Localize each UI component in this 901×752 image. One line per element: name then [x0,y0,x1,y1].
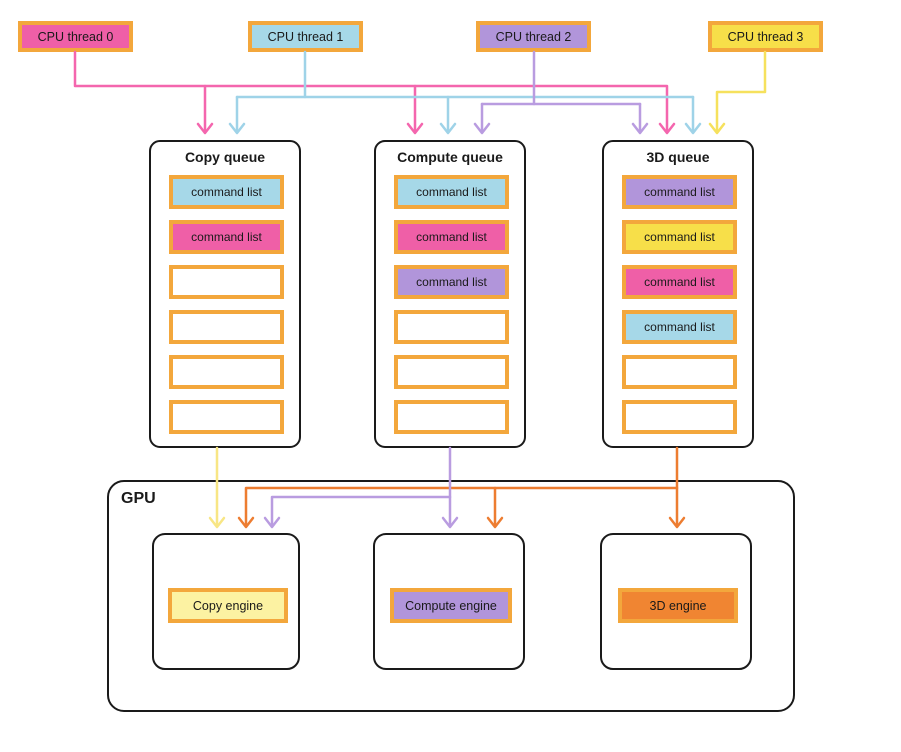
three-d-queue-box: 3D queue command list command list comma… [602,140,754,448]
cpu-thread-3-box: CPU thread 3 [708,21,823,52]
empty-slot [169,400,284,434]
cpu-thread-0-label: CPU thread 0 [37,29,114,44]
cpu-thread-1-box: CPU thread 1 [248,21,363,52]
three-d-queue-title: 3D queue [646,149,710,165]
command-list-slot: command list [394,265,509,299]
empty-slot [622,355,737,389]
empty-slot [169,265,284,299]
command-list-slot: command list [394,220,509,254]
command-list-slot: command list [394,175,509,209]
empty-slot [394,400,509,434]
cpu-thread-2-label: CPU thread 2 [495,29,572,44]
cpu-thread-3-label: CPU thread 3 [727,29,804,44]
command-list-slot: command list [622,265,737,299]
command-list-slot: command list [169,175,284,209]
empty-slot [394,310,509,344]
command-list-slot: command list [622,175,737,209]
command-list-slot: command list [622,310,737,344]
gpu-label: GPU [121,490,156,507]
thread0-arrows [73,50,676,135]
three-d-engine-badge: 3D engine [618,588,738,623]
empty-slot [394,355,509,389]
three-d-engine-box: 3D engine [600,533,752,670]
compute-queue-title: Compute queue [397,149,503,165]
command-list-slot: command list [169,220,284,254]
cpu-thread-2-box: CPU thread 2 [476,21,591,52]
command-list-slot: command list [622,220,737,254]
copy-queue-title: Copy queue [184,149,266,165]
thread2-arrows [473,50,649,135]
copy-queue-box: Copy queue command list command list [149,140,301,448]
thread1-arrows [228,50,702,135]
cpu-thread-0-box: CPU thread 0 [18,21,133,52]
compute-engine-box: Compute engine [373,533,525,670]
compute-queue-box: Compute queue command list command list … [374,140,526,448]
thread3-arrows [708,50,767,135]
compute-engine-badge: Compute engine [390,588,512,623]
empty-slot [169,355,284,389]
copy-engine-badge: Copy engine [168,588,288,623]
empty-slot [622,400,737,434]
cpu-thread-1-label: CPU thread 1 [267,29,344,44]
copy-engine-box: Copy engine [152,533,300,670]
empty-slot [169,310,284,344]
